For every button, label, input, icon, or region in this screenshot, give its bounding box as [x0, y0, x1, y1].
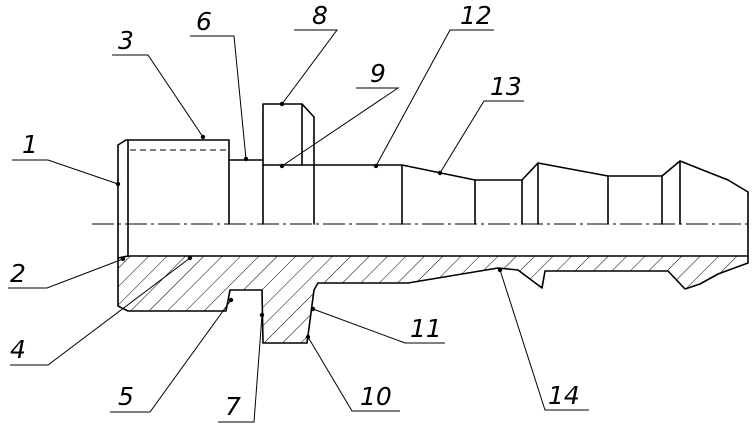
upper-outline [117, 103, 749, 259]
callout-9: 9 [370, 59, 386, 88]
callout-labels: 1 2 3 4 5 6 7 8 9 10 11 12 13 14 [10, 1, 580, 421]
callout-1: 1 [22, 130, 38, 159]
callout-6: 6 [196, 7, 212, 36]
callout-12: 12 [460, 1, 492, 30]
callout-7: 7 [225, 392, 241, 421]
callout-14: 14 [548, 381, 580, 410]
section-hatch [118, 256, 748, 343]
callout-3: 3 [118, 26, 134, 55]
callout-2: 2 [10, 259, 26, 288]
callout-8: 8 [312, 1, 328, 30]
callout-4: 4 [10, 335, 26, 364]
leader-lines [8, 29, 589, 423]
callout-10: 10 [360, 382, 392, 411]
callout-5: 5 [118, 382, 134, 411]
callout-13: 13 [490, 72, 522, 101]
leader-dots [115, 101, 503, 340]
callout-11: 11 [410, 314, 442, 343]
bore [127, 139, 749, 257]
